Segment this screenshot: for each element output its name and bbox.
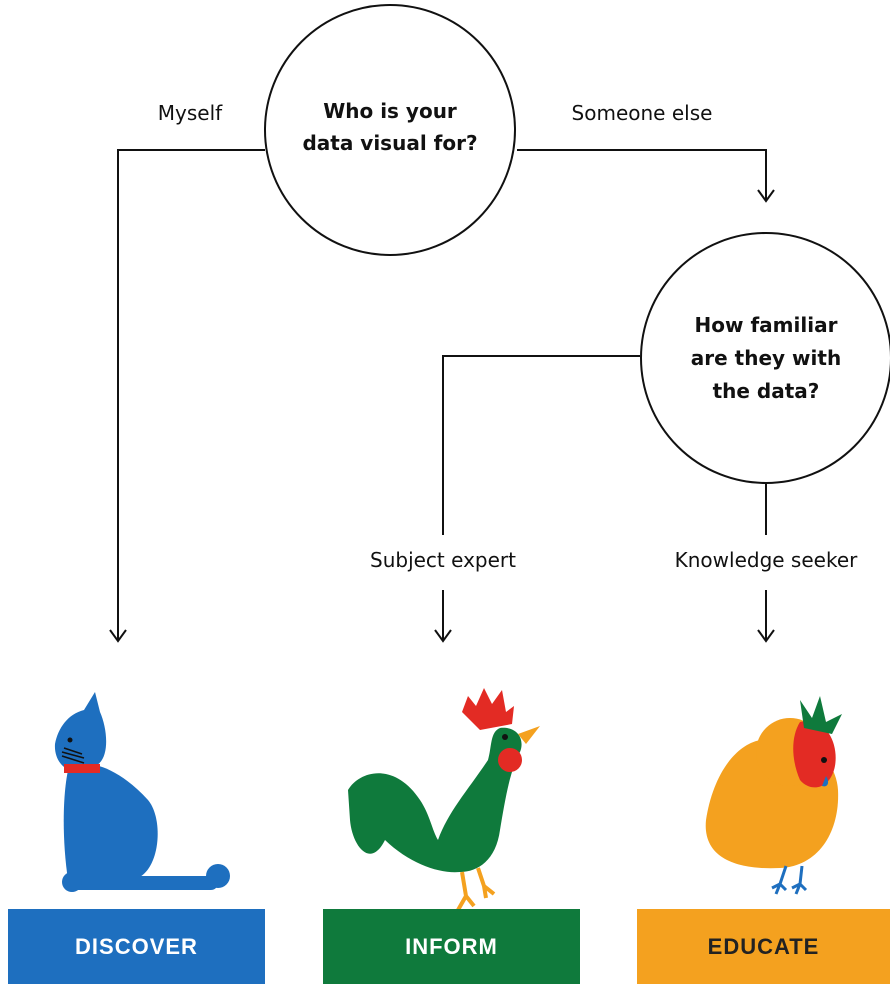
- question-2-circle: [640, 232, 890, 484]
- outcome-educate: EDUCATE: [637, 909, 890, 984]
- outcome-inform-label: INFORM: [405, 933, 498, 959]
- connector-subject-expert: [442, 355, 640, 535]
- connector-myself: [117, 149, 265, 640]
- arrowhead-discover: [109, 629, 127, 643]
- connectors: [109, 149, 775, 643]
- outcome-discover-label: DISCOVER: [75, 933, 198, 959]
- owl-icon: [705, 696, 842, 895]
- answer-subject-expert: Subject expert: [370, 548, 516, 572]
- question-2-line-1: How familiar: [695, 313, 838, 337]
- answer-knowledge-seeker: Knowledge seeker: [675, 548, 859, 572]
- question-2-line-2: are they with: [691, 346, 841, 370]
- outcome-discover: DISCOVER: [8, 909, 265, 984]
- answer-myself: Myself: [158, 101, 223, 125]
- outcome-inform: INFORM: [323, 909, 580, 984]
- arrowhead-question-2: [757, 189, 775, 203]
- question-1-circle: [264, 4, 516, 256]
- rooster-icon: [348, 688, 540, 911]
- cat-icon: [54, 692, 230, 892]
- question-1-line-1: Who is your: [323, 99, 457, 123]
- question-2-line-3: the data?: [713, 379, 820, 403]
- connector-someone-else: [517, 149, 767, 200]
- question-1-line-2: data visual for?: [302, 131, 477, 155]
- arrowhead-educate: [757, 629, 775, 643]
- answer-someone-else: Someone else: [572, 101, 713, 125]
- arrowhead-inform: [434, 629, 452, 643]
- outcome-educate-label: EDUCATE: [707, 933, 820, 959]
